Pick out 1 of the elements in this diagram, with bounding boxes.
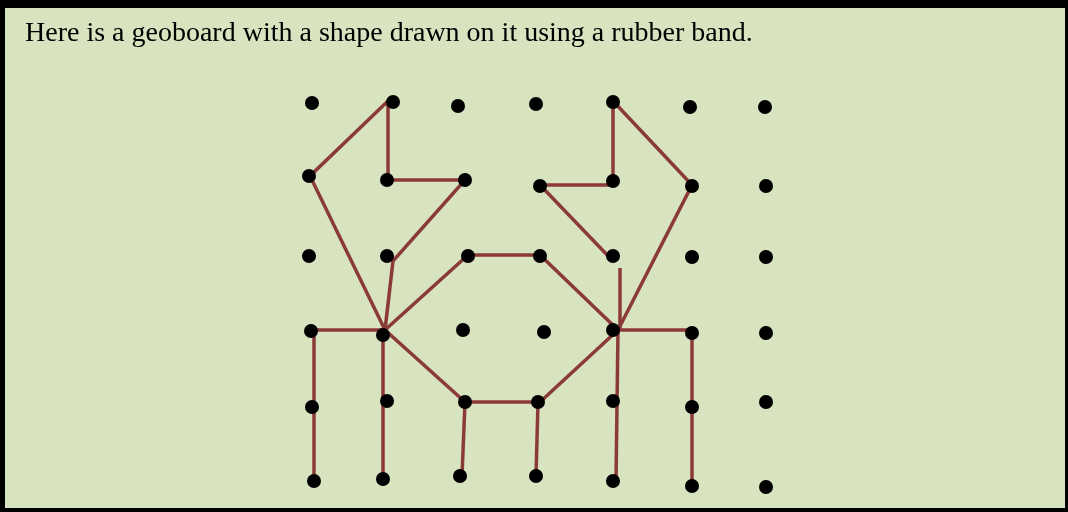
title-text: Here is a geoboard with a shape drawn on it using a rubber band. <box>25 16 753 48</box>
